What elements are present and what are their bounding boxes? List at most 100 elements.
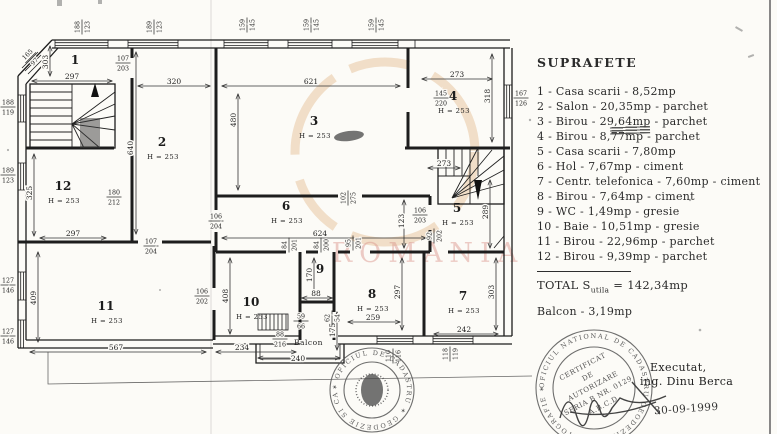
- stair-room5: [437, 147, 505, 249]
- svg-text:66: 66: [297, 324, 305, 331]
- dimension-label: 409: [29, 291, 38, 306]
- smudge-mark: [334, 130, 364, 142]
- svg-text:145: 145: [379, 19, 386, 31]
- room-number: 4: [449, 89, 457, 103]
- dimension-label: 297: [66, 229, 81, 238]
- legend-item: 6 - Hol - 7,67mp - ciment: [537, 160, 684, 173]
- svg-text:189: 189: [147, 21, 154, 33]
- interior-walls: [18, 48, 510, 340]
- room-height: H = 253: [442, 219, 474, 227]
- stamp-line: A.B.C.D: [587, 395, 620, 417]
- legend-item: 9 - WC - 1,49mp - gresie: [537, 205, 680, 218]
- legend-item: 11 - Birou - 22,96mp - parchet: [537, 235, 715, 248]
- dimension-label: 320: [167, 77, 182, 86]
- dimension-label: 170: [305, 268, 314, 283]
- room-number: 6: [282, 199, 290, 213]
- stamp-right-ring-text: OFICIUL NATIONAL DE CADASTRU GEODEZIE ŞI…: [538, 332, 649, 434]
- room-height: H = 253: [357, 305, 389, 313]
- svg-text:165: 165: [21, 48, 34, 61]
- stair-room1: [29, 83, 116, 149]
- execution-date: 30-09-1999: [653, 400, 719, 418]
- dimension-label: 480: [229, 113, 238, 128]
- svg-text:159: 159: [369, 19, 376, 31]
- dimension-label: 240: [291, 354, 306, 363]
- svg-text:212: 212: [108, 200, 120, 207]
- svg-text:OFICIUL NATIONAL DE CADASTRU G: OFICIUL NATIONAL DE CADASTRU GEODEZIE ŞI…: [538, 332, 650, 434]
- svg-text:119: 119: [453, 348, 460, 360]
- room-number: 12: [55, 179, 72, 193]
- watermark-circle: [290, 57, 480, 247]
- stamp-line: AUTORIZARE: [566, 370, 620, 404]
- svg-text:203: 203: [117, 66, 129, 73]
- svg-text:110: 110: [386, 350, 393, 362]
- dimension-label: 242: [457, 325, 472, 334]
- dimension-label: 234: [235, 343, 250, 352]
- svg-text:118: 118: [443, 348, 450, 360]
- page-edge-line: [769, 0, 771, 434]
- dimension-label: 325: [25, 186, 34, 201]
- svg-text:145: 145: [250, 19, 257, 31]
- room-number: 1: [71, 53, 79, 67]
- svg-text:220: 220: [435, 101, 447, 108]
- stamp-line: SERIA B NR. 0129: [563, 375, 634, 418]
- svg-text:119: 119: [2, 110, 14, 117]
- svg-text:106: 106: [414, 208, 426, 215]
- svg-text:102: 102: [341, 192, 348, 204]
- execution-line2: ing. Dinu Berca: [640, 375, 734, 388]
- room-number: 8: [368, 287, 376, 301]
- svg-text:189: 189: [2, 168, 14, 175]
- svg-text:202: 202: [437, 230, 444, 242]
- svg-text:126: 126: [515, 101, 527, 108]
- execution-line1: Executat,: [650, 361, 707, 374]
- room-height: H = 253: [48, 197, 80, 205]
- room-height: H = 253: [91, 317, 123, 325]
- svg-text:275: 275: [351, 192, 358, 204]
- dimension-label: 318: [483, 89, 492, 104]
- dimension-label: 297: [393, 285, 402, 300]
- svg-text:92: 92: [427, 232, 434, 240]
- dimension-label: 303: [41, 55, 50, 70]
- window-hatches: [18, 40, 512, 360]
- total-value: = 142,34mp: [609, 278, 689, 292]
- dimension-label: 640: [126, 141, 135, 156]
- dimension-label: 273: [437, 159, 452, 168]
- dimension-label: 567: [109, 343, 124, 352]
- room-height: H = 253: [299, 132, 331, 140]
- legend-divider: [537, 271, 631, 272]
- dimension-label: 175: [328, 323, 337, 338]
- room-number: 2: [158, 135, 166, 149]
- svg-text:188: 188: [2, 100, 14, 107]
- svg-text:116: 116: [396, 350, 403, 362]
- smudge-mark: [609, 125, 651, 135]
- svg-text:✶ OFICIUL DE CADASTRU ✶ GEODEZ: ✶ OFICIUL DE CADASTRU ✶ GEODEZIE SI CART…: [0, 0, 412, 431]
- svg-text:123: 123: [2, 178, 14, 185]
- svg-text:62: 62: [325, 314, 332, 322]
- svg-text:106: 106: [196, 289, 208, 296]
- svg-text:59: 59: [297, 314, 305, 321]
- svg-text:145: 145: [314, 19, 321, 31]
- stamp-center: ✶ OFICIUL DE CADASTRU ✶ GEODEZIE SI CART…: [0, 0, 415, 433]
- room-number: 3: [310, 114, 318, 128]
- room-height: H = 253: [236, 313, 268, 321]
- room-number: 9: [316, 262, 324, 276]
- room-height: H = 253: [438, 107, 470, 115]
- dimension-label: 621: [304, 77, 318, 86]
- svg-text:127: 127: [2, 329, 14, 336]
- svg-text:167: 167: [515, 91, 527, 98]
